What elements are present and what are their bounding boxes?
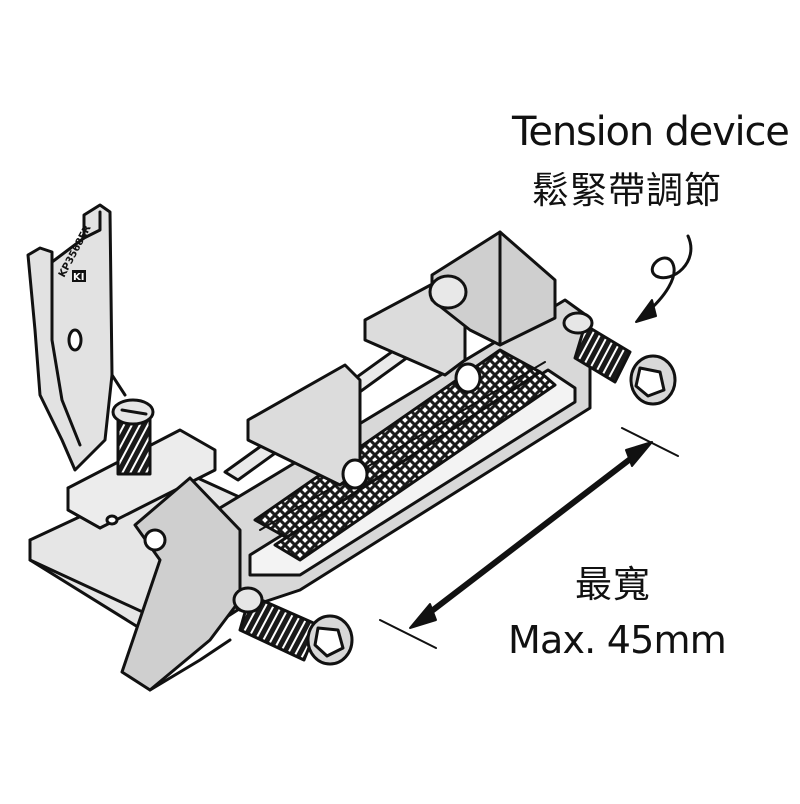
rear-bracket: [428, 230, 557, 347]
tension-device-label-zh: 鬆緊帶調節: [532, 169, 722, 212]
max-width-label-zh: 最寬: [575, 563, 651, 606]
max-width-label: Max. 45mm: [508, 618, 727, 662]
rear-tension-screw: [562, 311, 677, 406]
front-bracket: [120, 476, 242, 692]
shank-hole: [67, 328, 83, 352]
knurled-rollers: [253, 348, 557, 562]
front-tension-screw: [232, 586, 354, 666]
width-dimension-arrow: [379, 427, 679, 649]
shank-screw: [111, 398, 155, 476]
callout-arrow: [635, 234, 693, 323]
svg-text:KI: KI: [73, 272, 84, 283]
presser-foot-shank: [26, 203, 127, 472]
tension-device-label: Tension device: [512, 109, 790, 155]
logo-mark: KI: [72, 270, 86, 283]
